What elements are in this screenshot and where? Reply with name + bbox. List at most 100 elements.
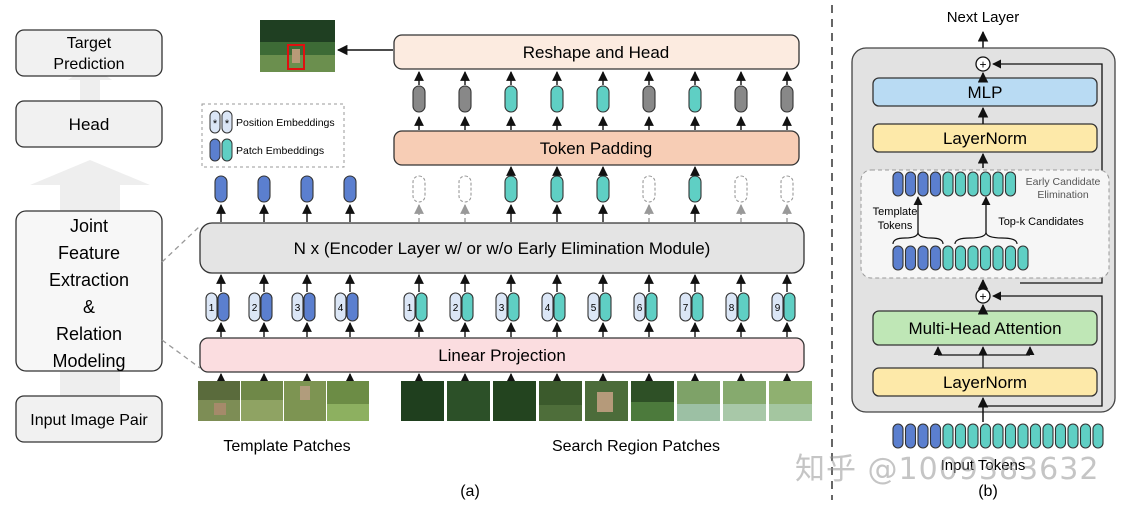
search-token — [992, 171, 1004, 197]
padded-token — [412, 85, 426, 113]
template-output-token — [257, 175, 271, 203]
next-layer-label: Next Layer — [947, 9, 1020, 26]
reshape-head-label: Reshape and Head — [523, 43, 670, 62]
encoder-label: N x (Encoder Layer w/ or w/o Early Elimi… — [294, 239, 711, 258]
position-embedding — [334, 292, 347, 322]
search-token — [979, 245, 992, 271]
template-token — [917, 245, 929, 271]
template-token — [904, 423, 917, 449]
position-index: 5 — [591, 303, 597, 314]
input-pair-label: Input Image Pair — [30, 412, 148, 429]
template-embedding: 1 — [205, 292, 230, 322]
search-embedding: 4 — [541, 292, 566, 322]
padded-token — [550, 85, 564, 113]
patch-embedding — [461, 292, 474, 322]
search-token — [967, 171, 979, 197]
search-token — [1067, 423, 1079, 449]
head-box — [15, 100, 163, 148]
panel-a: * * Position Embeddings Patch Embeddings… — [198, 20, 812, 500]
position-index: 4 — [338, 303, 344, 314]
search-token — [979, 171, 992, 197]
plus-top: + — [979, 58, 986, 72]
search-token — [1004, 171, 1017, 197]
patch-embedding — [783, 292, 796, 322]
position-embedding — [205, 292, 218, 322]
search-token — [1029, 423, 1042, 449]
search-token — [942, 171, 954, 197]
search-token — [1079, 423, 1092, 449]
early-elim-line2: Elimination — [1037, 189, 1089, 201]
search-token — [1004, 423, 1017, 449]
patch-embedding — [553, 292, 566, 322]
plus-middle: + — [979, 290, 986, 304]
template-token — [904, 245, 917, 271]
template-embedding: 3 — [291, 292, 316, 322]
encoder-box — [199, 222, 805, 274]
padded-token — [504, 85, 518, 113]
position-embedding — [541, 292, 554, 322]
prediction-bbox — [287, 44, 305, 70]
patch-embedding — [415, 292, 428, 322]
panel-b-tokens — [892, 171, 1104, 449]
template-token — [892, 245, 904, 271]
linear-projection-label: Linear Projection — [438, 346, 566, 365]
joint-module-box — [15, 210, 163, 372]
kept-search-token — [550, 175, 564, 203]
eliminated-token — [780, 175, 794, 203]
search-token — [954, 423, 967, 449]
patch-embedding — [260, 292, 273, 322]
joint-line6: Modeling — [52, 351, 125, 371]
search-embedding: 8 — [725, 292, 750, 322]
mha-label: Multi-Head Attention — [908, 319, 1061, 338]
template-embedding: 4 — [334, 292, 359, 322]
layernorm-top-label: LayerNorm — [943, 129, 1027, 148]
template-patches — [198, 381, 369, 421]
position-embedding — [495, 292, 508, 322]
position-embedding — [587, 292, 600, 322]
eliminated-token — [642, 175, 656, 203]
output-image — [260, 20, 335, 72]
input-pair-box — [15, 395, 163, 443]
search-embedding: 3 — [495, 292, 520, 322]
search-token — [1017, 245, 1029, 271]
template-token — [892, 423, 904, 449]
patch-embedding — [737, 292, 750, 322]
template-token — [917, 423, 929, 449]
eliminated-token — [412, 175, 426, 203]
legend-star-1: * — [213, 118, 218, 130]
layernorm-bottom-label: LayerNorm — [943, 373, 1027, 392]
search-token — [1017, 423, 1029, 449]
template-token — [929, 423, 942, 449]
head-label: Head — [69, 115, 110, 134]
search-token — [1042, 423, 1054, 449]
linear-projection-box — [199, 337, 805, 373]
search-embedding: 1 — [403, 292, 428, 322]
search-embedding: 9 — [771, 292, 796, 322]
template-output-token — [300, 175, 314, 203]
joint-line3: Extraction — [49, 270, 129, 290]
layernorm-top-box — [872, 123, 1098, 153]
patch-embedding — [507, 292, 520, 322]
search-patches — [401, 381, 812, 421]
position-embedding — [248, 292, 261, 322]
search-token — [1054, 423, 1067, 449]
position-embedding — [403, 292, 416, 322]
position-index: 6 — [637, 303, 643, 314]
template-patches-label: Template Patches — [223, 438, 350, 455]
caption-a: (a) — [460, 483, 480, 500]
padded-token — [596, 85, 610, 113]
eliminated-token — [458, 175, 472, 203]
patch-embedding — [303, 292, 316, 322]
search-token — [967, 245, 979, 271]
target-prediction-line1: Target — [67, 35, 112, 52]
padded-token — [642, 85, 656, 113]
joint-line4: & — [83, 297, 95, 317]
position-index: 7 — [683, 303, 689, 314]
mlp-label: MLP — [968, 83, 1003, 102]
template-output-token — [343, 175, 357, 203]
template-token — [904, 171, 917, 197]
panel-b: Next Layer + MLP LayerNorm Early Candida… — [851, 9, 1116, 500]
joint-line5: Relation — [56, 324, 122, 344]
template-token — [929, 171, 942, 197]
